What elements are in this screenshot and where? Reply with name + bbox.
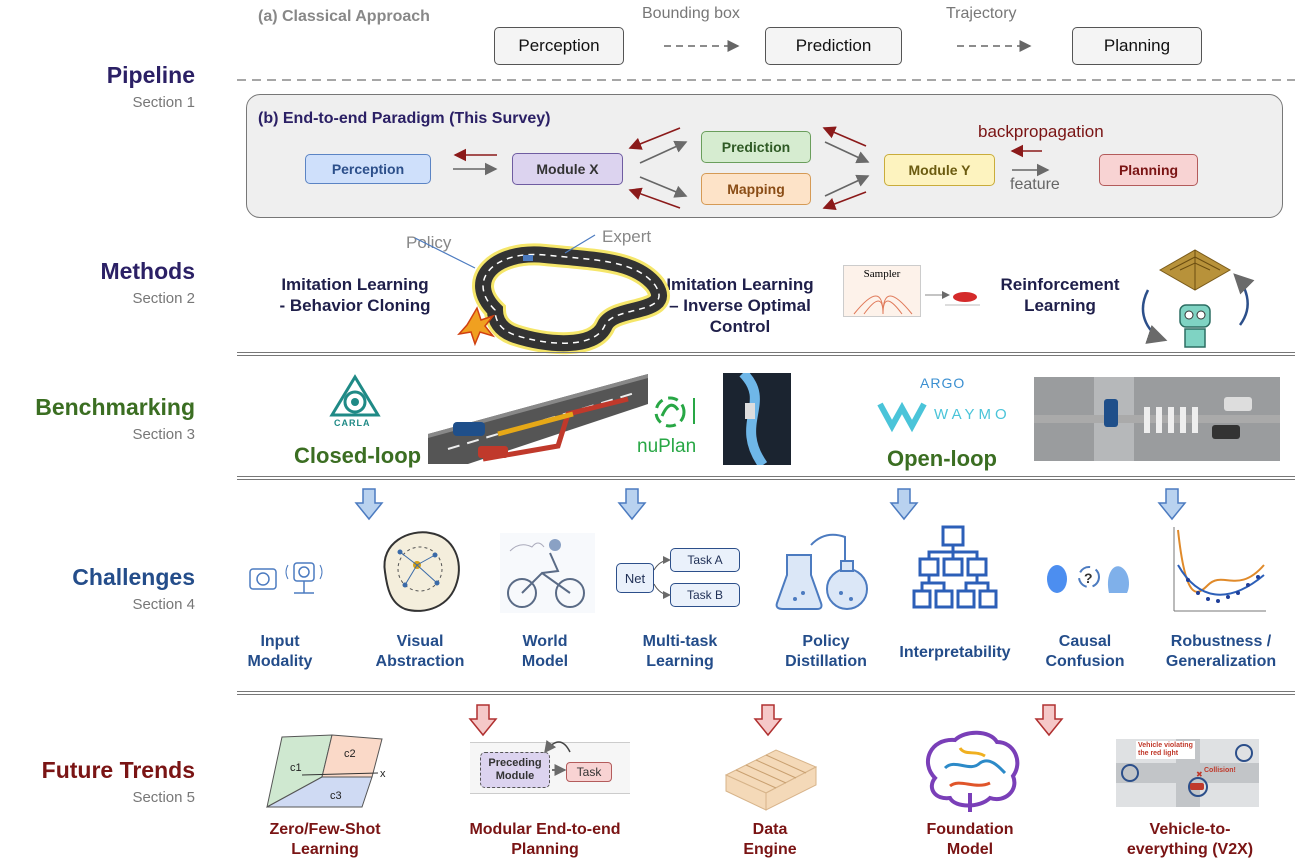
causal-confusion-icon: ?: [1047, 565, 1129, 593]
section-title-pipeline: Pipeline: [106, 62, 195, 88]
interpretability-tree-icon: [912, 525, 998, 609]
section-title-challenges: Challenges: [72, 564, 195, 590]
section-subtitle-future: Section 5: [132, 789, 195, 806]
feature-label: feature: [1010, 176, 1060, 193]
carla-scene-icon: [428, 374, 648, 464]
multitask-task-a-box: Task A: [670, 548, 740, 572]
svg-text:x: x: [380, 768, 386, 780]
svg-text:✖: ✖: [1196, 770, 1203, 779]
e2e-perception-box: Perception: [305, 154, 431, 184]
foundation-model-brain-icon: [925, 730, 1020, 812]
section-title-future: Future Trends: [41, 757, 195, 783]
carla-label: CARLA: [334, 418, 371, 428]
camera-sensor-icon: [249, 562, 323, 594]
bounding-box-label: Bounding box: [642, 5, 740, 22]
section-subtitle-benchmarking: Section 3: [132, 426, 195, 443]
waymo-label: WAYMO: [934, 406, 1011, 423]
section-title-methods: Methods: [100, 258, 195, 284]
divider-methods: [237, 352, 1295, 356]
modular-task-box: Task: [566, 762, 612, 782]
data-engine-server-icon: [724, 749, 818, 811]
future-v2x: Vehicle-to-everything (V2X): [1126, 821, 1254, 858]
argo-label: ARGO: [920, 375, 966, 391]
challenge-interpretability: Interpretability: [899, 644, 1011, 661]
ioc-car-icon: [925, 291, 980, 306]
rl-maze-robot-icon: [1141, 249, 1255, 348]
challenge-arrows: [354, 488, 1187, 521]
classical-planning-box: Planning: [1072, 27, 1202, 65]
expert-label: Expert: [602, 227, 652, 246]
modular-arrows: [544, 740, 571, 776]
svg-text:c1: c1: [290, 762, 302, 774]
closed-loop-label: Closed-loop: [294, 443, 422, 468]
classical-prediction-box: Prediction: [765, 27, 902, 65]
world-model-cyclist-icon: [500, 533, 595, 613]
section-title-benchmarking: Benchmarking: [35, 394, 195, 420]
future-arrows: [468, 704, 1064, 737]
zero-shot-partition-icon: c1 c2 c3 x: [266, 734, 386, 808]
e2e-prediction-box: Prediction: [701, 131, 811, 163]
section-subtitle-pipeline: Section 1: [132, 94, 195, 111]
section-subtitle-methods: Section 2: [132, 290, 195, 307]
e2e-module-x-box: Module X: [512, 153, 623, 185]
policy-label: Policy: [406, 233, 452, 252]
nuplan-logo-icon: [654, 396, 695, 428]
section-subtitle-challenges: Section 4: [132, 596, 195, 613]
v2x-collision-text: Collision!: [1204, 767, 1236, 774]
classical-arrows: [237, 40, 1295, 81]
e2e-arrows: [453, 126, 1050, 210]
e2e-module-y-box: Module Y: [884, 154, 995, 186]
divider-challenges: [237, 691, 1295, 695]
open-loop-scene-icon: [1034, 377, 1280, 461]
svg-text:c3: c3: [330, 790, 342, 802]
visual-abstraction-icon: [383, 531, 460, 612]
challenge-robustness-generalization: Robustness /Generalization: [1165, 633, 1277, 670]
policy-distillation-flask-icon: [775, 533, 868, 610]
divider-benchmarking: [237, 476, 1295, 480]
robustness-curve-icon: [1173, 527, 1266, 612]
nuplan-scene-icon: [723, 373, 791, 465]
backprop-label: backpropagation: [978, 122, 1104, 141]
method-behavior-cloning: Imitation Learning- Behavior Cloning: [279, 275, 431, 315]
nuplan-label: nuPlan: [637, 436, 697, 457]
ioc-sampler-icon: Sampler: [843, 265, 921, 317]
classical-perception-box: Perception: [494, 27, 624, 65]
multitask-net-box: Net: [616, 563, 654, 593]
behavior-cloning-track-icon: [414, 234, 670, 355]
waymo-logo-icon: [877, 401, 927, 433]
e2e-planning-box: Planning: [1099, 154, 1198, 186]
trajectory-label: Trajectory: [946, 5, 1017, 22]
e2e-mapping-box: Mapping: [701, 173, 811, 205]
open-loop-label: Open-loop: [887, 446, 997, 471]
classical-title: (a) Classical Approach: [258, 8, 430, 25]
svg-text:?: ?: [1084, 570, 1093, 586]
e2e-title: (b) End-to-end Paradigm (This Survey): [258, 110, 551, 127]
carla-logo-icon: [329, 374, 381, 417]
multitask-arrows: [653, 556, 671, 599]
multitask-task-b-box: Task B: [670, 583, 740, 607]
svg-text:c2: c2: [344, 748, 356, 760]
